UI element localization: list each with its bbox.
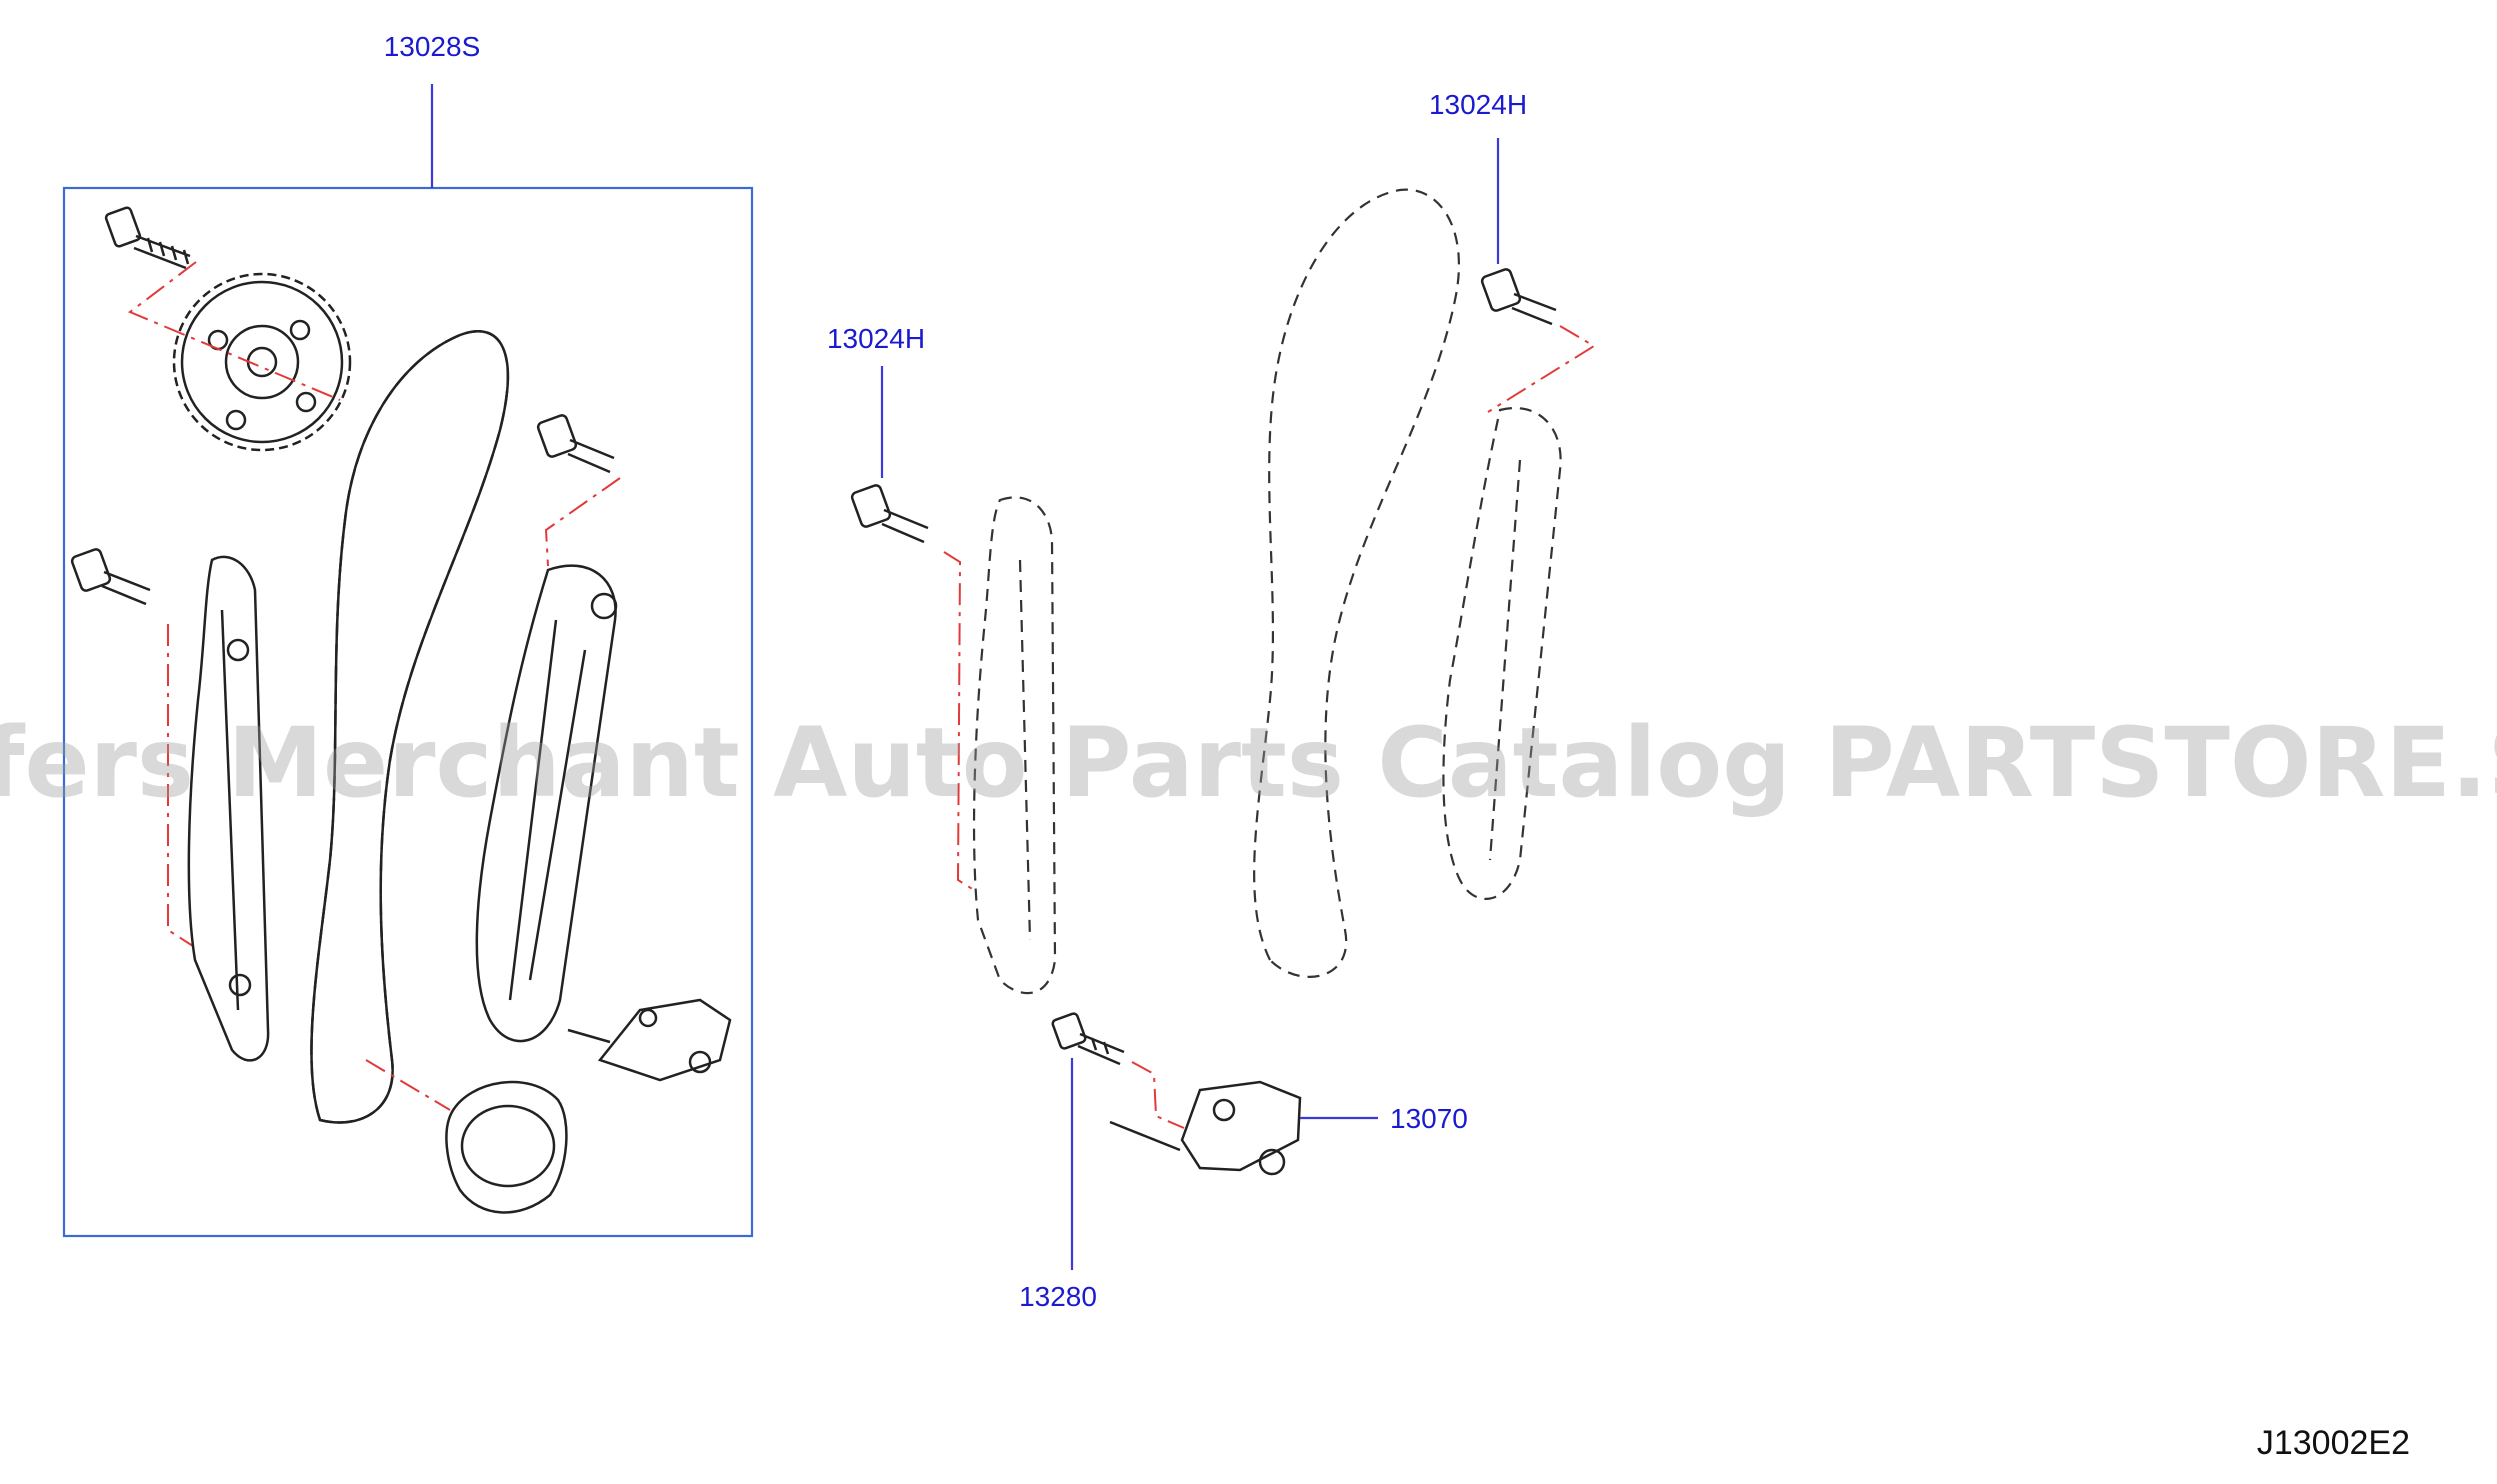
tension-guide-kit[interactable] — [475, 564, 618, 1043]
camshaft-sprocket[interactable] — [172, 272, 352, 452]
watermark-text: Offers Merchant Auto Parts Catalog PARTS… — [0, 707, 2497, 819]
timing-chain-kit[interactable] — [310, 330, 509, 1124]
crank-center-line — [365, 1059, 451, 1111]
crankshaft-sprocket[interactable] — [445, 1080, 568, 1214]
tensioner-bolt-outer[interactable] — [1051, 1012, 1125, 1066]
callout-13028S[interactable]: 13028S — [384, 31, 481, 62]
guide-bolt-outer-upper[interactable] — [1480, 268, 1557, 326]
tension-guide-outer[interactable] — [1442, 407, 1562, 900]
sprocket-bolt[interactable] — [104, 206, 191, 270]
chain-tensioner-outer[interactable] — [1109, 1080, 1302, 1176]
guide-bolt-kit-left[interactable] — [70, 548, 151, 606]
timing-chain-outer[interactable] — [1253, 188, 1460, 978]
kit-group-frame — [62, 186, 754, 1238]
callout-13280[interactable]: 13280 — [1019, 1281, 1097, 1312]
guide-bolt-outer-left-center-line — [943, 551, 975, 891]
guide-bolt-kit-upper[interactable] — [536, 414, 615, 474]
guide-bolt-outer-left[interactable] — [850, 484, 929, 544]
slack-guide-kit[interactable] — [187, 555, 270, 1062]
sprocket-center-line — [128, 261, 341, 401]
guide-bolt-kit-left-center-line — [167, 624, 197, 949]
callout-13024H-upper[interactable]: 13024H — [1429, 89, 1527, 120]
guide-bolt-outer-upper-center-line — [1487, 325, 1596, 413]
callout-13070[interactable]: 13070 — [1390, 1103, 1468, 1134]
slack-guide-outer[interactable] — [972, 496, 1057, 995]
guide-bolt-kit-upper-center-line — [544, 477, 621, 567]
chain-tensioner-kit[interactable] — [567, 998, 732, 1082]
diagram-code: J13002E2 — [2257, 1424, 2410, 1462]
callout-13024H-left[interactable]: 13024H — [827, 323, 925, 354]
tensioner-bolt-center-line — [1131, 1061, 1185, 1129]
